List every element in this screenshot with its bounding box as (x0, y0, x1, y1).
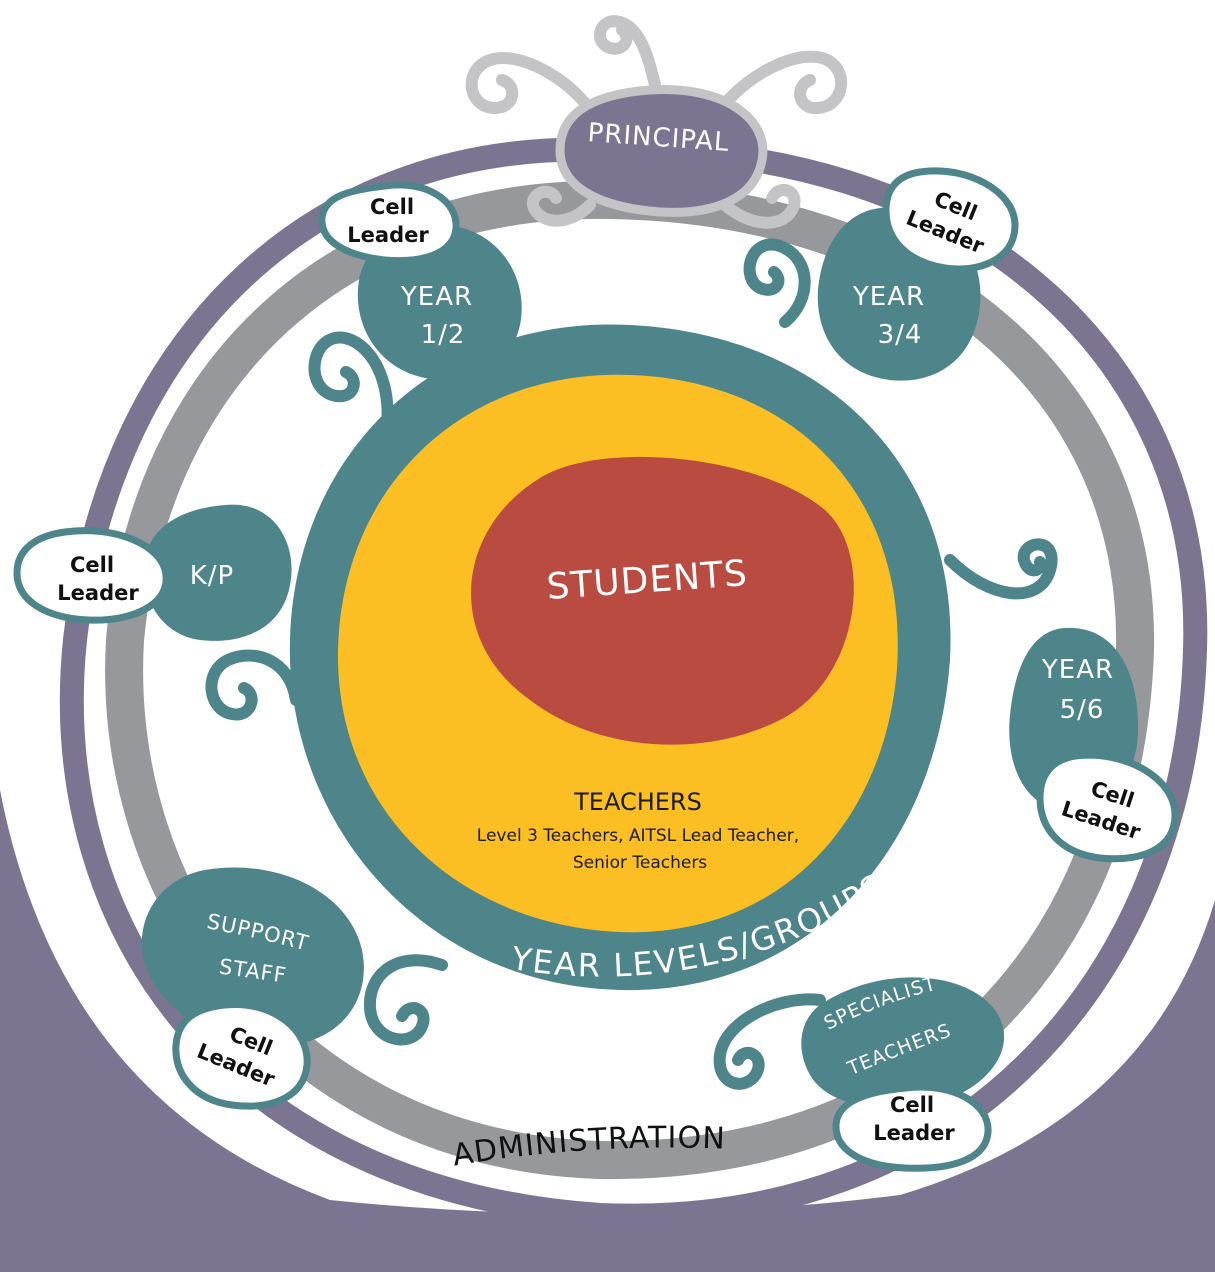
students-area (471, 456, 854, 745)
cell-leader-bubble-year12[interactable] (318, 181, 460, 265)
year-3-4-line1: YEAR (852, 282, 925, 312)
cell-leader-bubble-specialist[interactable] (832, 1083, 992, 1172)
teachers-title: TEACHERS (573, 788, 702, 816)
cell-leader-bubble-support[interactable] (172, 1000, 311, 1110)
year-1-2-line1: YEAR (400, 282, 473, 312)
cell-leader-line2: Leader (873, 1121, 955, 1145)
cell-leader-text-kp: Cell Leader (57, 553, 139, 605)
cell-leader-line2: Leader (347, 223, 429, 247)
year-1-2-line2: 1/2 (421, 320, 466, 350)
support-staff-blob[interactable] (141, 867, 364, 1046)
cell-leader-line1: Cell (890, 1093, 934, 1117)
administration-ring (105, 180, 1155, 1180)
cell-leader-bubble-year56[interactable] (1036, 751, 1179, 863)
cell-leader-line1: Cell (70, 553, 114, 577)
kp-blob[interactable] (144, 504, 292, 641)
cell-leader-bubble-year34[interactable] (882, 167, 1019, 273)
cell-leader-text-year12: Cell Leader (347, 195, 429, 247)
specialist-teachers-blob[interactable] (801, 977, 1005, 1108)
principal-blob[interactable] (555, 85, 768, 217)
teachers-line2: Senior Teachers (573, 853, 707, 873)
teal-swirls (205, 238, 1058, 1090)
outer-purple-ring (59, 137, 1208, 1228)
year-5-6-line2: 5/6 (1060, 695, 1105, 725)
cell-leader-line1: Cell (370, 195, 414, 219)
cell-leader-text-specialist: Cell Leader (873, 1093, 955, 1145)
cell-leader-line2: Leader (57, 581, 139, 605)
year-3-4-line2: 3/4 (878, 320, 923, 350)
teachers-line1: Level 3 Teachers, AITSL Lead Teacher, (477, 826, 799, 846)
purple-base-band (0, 790, 1215, 1272)
principal-swirls (465, 15, 847, 229)
kp-label: K/P (190, 561, 235, 591)
year-5-6-line1: YEAR (1041, 655, 1114, 685)
cell-leader-bubble-kp[interactable] (13, 527, 170, 624)
